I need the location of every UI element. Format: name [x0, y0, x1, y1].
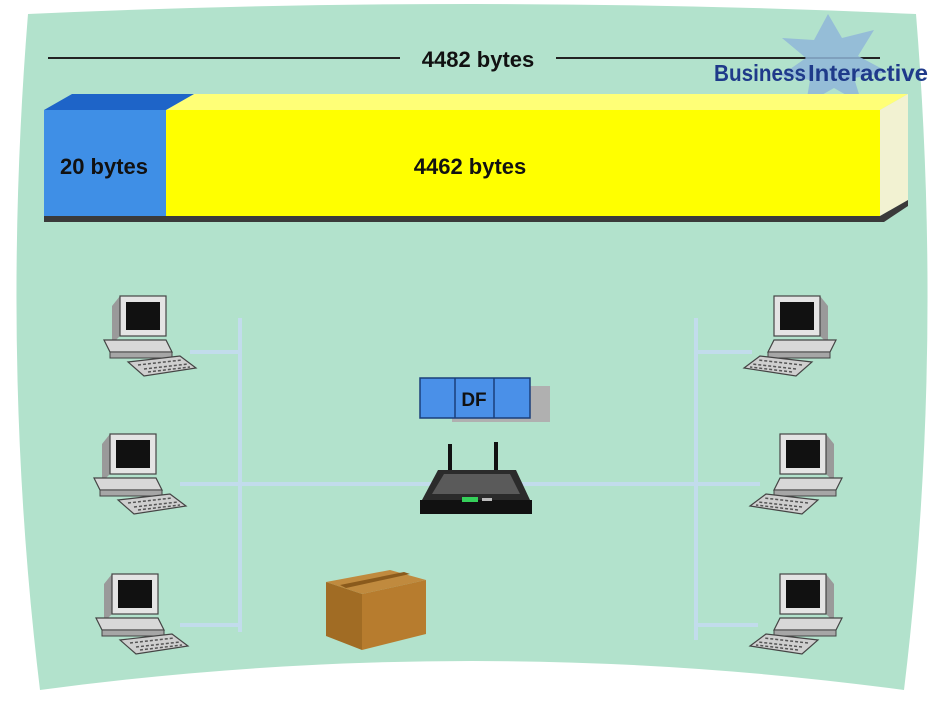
header-segment-label: 20 bytes [60, 154, 148, 179]
wireless-router-icon [420, 442, 532, 514]
star-burst-icon [780, 14, 888, 104]
cardboard-box-icon [326, 570, 426, 650]
business-interactive-logo: Business Interactive [714, 14, 928, 104]
payload-segment [166, 110, 880, 216]
df-flag-box: DF [419, 377, 550, 422]
logo-word-business: Business [714, 60, 806, 86]
total-bytes-label: 4482 bytes [422, 47, 535, 72]
header-segment [44, 110, 166, 216]
df-flag-label: DF [461, 390, 486, 411]
packet-bar: 20 bytes 4462 bytes [44, 94, 908, 222]
logo-word-interactive: Interactive [808, 60, 928, 86]
payload-segment-label: 4462 bytes [414, 154, 527, 179]
